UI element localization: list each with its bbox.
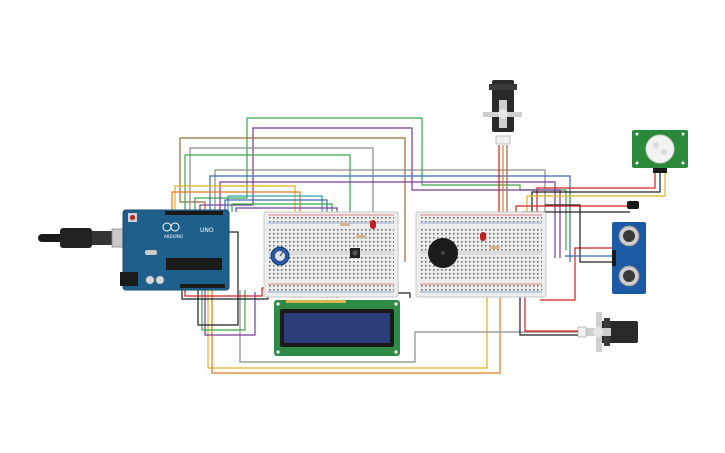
- ultrasonic-sensor[interactable]: [612, 222, 646, 294]
- wire-us-red[interactable]: [540, 247, 612, 301]
- wire-blue[interactable]: [209, 175, 571, 262]
- temperature-sensor[interactable]: [627, 201, 639, 209]
- breadboard-left[interactable]: [263, 211, 399, 298]
- led-red-left[interactable]: [370, 220, 376, 229]
- piezo-buzzer[interactable]: [428, 238, 458, 268]
- wire-purple[interactable]: [199, 127, 561, 258]
- breadboard-right[interactable]: [415, 211, 547, 298]
- wire-black-bottom[interactable]: [197, 231, 239, 326]
- wire-orange-bottom[interactable]: [211, 280, 501, 374]
- resistor: [490, 246, 500, 249]
- led-red-right[interactable]: [480, 232, 486, 241]
- resistor: [340, 223, 366, 238]
- arduino-logo-icon: [162, 222, 180, 232]
- wire-gray[interactable]: [189, 147, 374, 212]
- wire-gray-right[interactable]: [214, 169, 546, 250]
- pir-motion-sensor[interactable]: [632, 130, 688, 173]
- wire-green-bottom[interactable]: [201, 290, 246, 331]
- wire-servo-bot-black[interactable]: [519, 290, 585, 336]
- wire-purple-bottom[interactable]: [204, 290, 256, 336]
- lcd-16x2[interactable]: [274, 300, 400, 356]
- pushbutton[interactable]: [350, 248, 360, 258]
- wire-servo-bot-red[interactable]: [524, 285, 585, 332]
- servo-top[interactable]: [483, 80, 522, 145]
- wire-us-black[interactable]: [545, 204, 612, 263]
- potentiometer[interactable]: [270, 246, 290, 266]
- arduino-model-text: UNO: [200, 227, 214, 234]
- servo-bottom[interactable]: [577, 312, 638, 352]
- wire-brown[interactable]: [179, 137, 406, 262]
- arduino-brand-text: ARDUINO: [164, 234, 183, 239]
- wire-yellow-bottom[interactable]: [207, 290, 488, 369]
- wire-pir-black[interactable]: [531, 172, 661, 217]
- wire-purple-right[interactable]: [219, 181, 556, 258]
- wire-pir-yellow[interactable]: [526, 172, 666, 217]
- wire-pir-red[interactable]: [536, 172, 656, 217]
- arduino-uno-board[interactable]: ARDUINO UNO: [120, 209, 230, 291]
- wire-green-inner[interactable]: [184, 154, 351, 215]
